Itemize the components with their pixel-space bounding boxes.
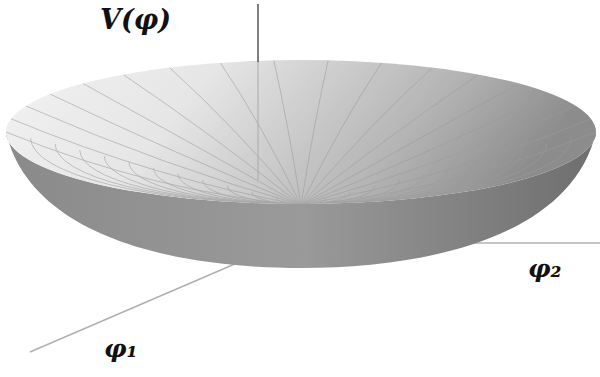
grid-line [301, 94, 552, 205]
grid-line [301, 60, 328, 205]
grid-line [301, 84, 519, 206]
grid-line [301, 132, 596, 205]
v-axis [257, 4, 259, 62]
phi1-axis [30, 254, 258, 352]
grid-line [123, 75, 301, 206]
grid-line [129, 162, 473, 204]
axis-label: φ₁ [104, 336, 138, 361]
grid-line [170, 68, 302, 206]
surface-grid [6, 60, 596, 205]
grid-line [6, 132, 301, 205]
grid-line [26, 106, 301, 205]
grid-line [301, 63, 382, 205]
axis-label: φ₂ [528, 256, 562, 281]
bowl-inner-surface [6, 60, 596, 204]
axis-label: V(φ) [100, 6, 171, 33]
grid-line [83, 84, 301, 206]
grid-line [104, 156, 497, 204]
grid-line [80, 150, 523, 204]
grid-line [301, 106, 576, 205]
grid-line [301, 119, 591, 205]
grid-line [301, 68, 433, 206]
v-axis-inside [258, 62, 259, 180]
grid-line [31, 138, 572, 204]
grid-line [274, 60, 301, 205]
